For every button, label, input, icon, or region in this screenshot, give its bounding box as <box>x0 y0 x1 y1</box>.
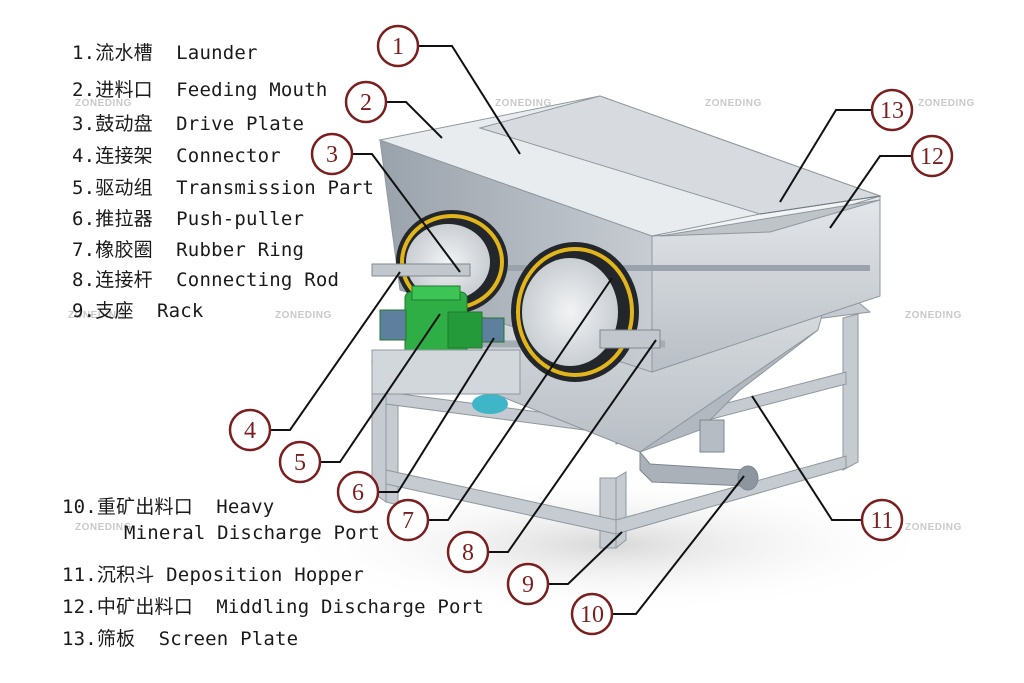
callout-circle-10 <box>570 592 614 636</box>
callout-number-1: 1 <box>392 34 404 60</box>
motor <box>472 394 508 414</box>
callout-circle-4 <box>228 408 272 452</box>
callout-number-12: 12 <box>920 144 944 170</box>
watermark: ZONEDING <box>75 522 132 533</box>
callout-circle-8 <box>446 530 490 574</box>
legend-item-11: 11.沉积斗 Deposition Hopper <box>62 564 365 586</box>
callout-circle-7 <box>386 498 430 542</box>
callout-circle-1 <box>376 24 420 68</box>
leader-3 <box>352 153 461 273</box>
legend-item-3: 3.鼓动盘 Drive Plate <box>72 113 305 135</box>
callout-circle-5 <box>278 440 322 484</box>
leader-2 <box>386 101 443 139</box>
watermark: ZONEDING <box>905 310 962 321</box>
callout-number-5: 5 <box>294 450 306 476</box>
legend-item-8: 8.连接杆 Connecting Rod <box>72 269 340 291</box>
leader-4 <box>270 271 401 431</box>
leader-8 <box>488 339 657 553</box>
connector-frame <box>371 263 661 349</box>
watermark: ZONEDING <box>705 98 762 109</box>
leader-11 <box>751 395 862 521</box>
callout-number-2: 2 <box>360 90 372 116</box>
leader-13 <box>779 109 872 203</box>
callout-number-9: 9 <box>522 572 534 598</box>
legend-item-2: 2.进料口 Feeding Mouth <box>72 79 328 101</box>
watermark: ZONEDING <box>68 310 125 321</box>
leader-12 <box>829 155 912 229</box>
legend-item-10-cont: Mineral Discharge Port <box>124 522 381 544</box>
callout-number-8: 8 <box>462 540 474 566</box>
discharge-pipe <box>639 419 759 491</box>
leader-1 <box>418 45 521 155</box>
legend-item-4: 4.连接架 Connector <box>72 145 281 167</box>
watermark: ZONEDING <box>275 310 332 321</box>
leader-5 <box>320 313 441 463</box>
callout-circle-9 <box>506 562 550 606</box>
callout-circle-11 <box>860 498 904 542</box>
legend-item-6: 6.推拉器 Push-puller <box>72 208 305 230</box>
legend-item-5: 5.驱动组 Transmission Part <box>72 177 375 199</box>
watermark: ZONEDING <box>75 98 132 109</box>
legend-item-12: 12.中矿出料口 Middling Discharge Port <box>62 596 484 618</box>
callout-circle-6 <box>336 470 380 514</box>
callout-number-13: 13 <box>880 98 904 124</box>
callout-circle-2 <box>344 80 388 124</box>
callout-circle-3 <box>310 132 354 176</box>
legend-item-9: 9.支座 Rack <box>72 300 204 322</box>
watermark: ZONEDING <box>918 98 975 109</box>
callout-number-11: 11 <box>870 508 893 534</box>
leader-10 <box>612 475 745 615</box>
callout-number-6: 6 <box>352 480 364 506</box>
leader-9 <box>548 531 623 585</box>
callout-number-7: 7 <box>402 508 414 534</box>
legend-item-7: 7.橡胶圈 Rubber Ring <box>72 239 305 261</box>
leader-7 <box>428 277 613 521</box>
callout-number-3: 3 <box>326 142 338 168</box>
callout-number-10: 10 <box>580 602 604 628</box>
watermark: ZONEDING <box>905 522 962 533</box>
legend-item-1: 1.流水槽 Launder <box>72 42 258 64</box>
legend-item-10: 10.重矿出料口 Heavy <box>62 496 275 518</box>
callout-number-4: 4 <box>244 418 256 444</box>
callout-circle-12 <box>910 134 954 178</box>
watermark: ZONEDING <box>495 98 552 109</box>
leader-6 <box>378 337 495 493</box>
callout-circle-13 <box>870 88 914 132</box>
legend-item-13: 13.筛板 Screen Plate <box>62 628 299 650</box>
